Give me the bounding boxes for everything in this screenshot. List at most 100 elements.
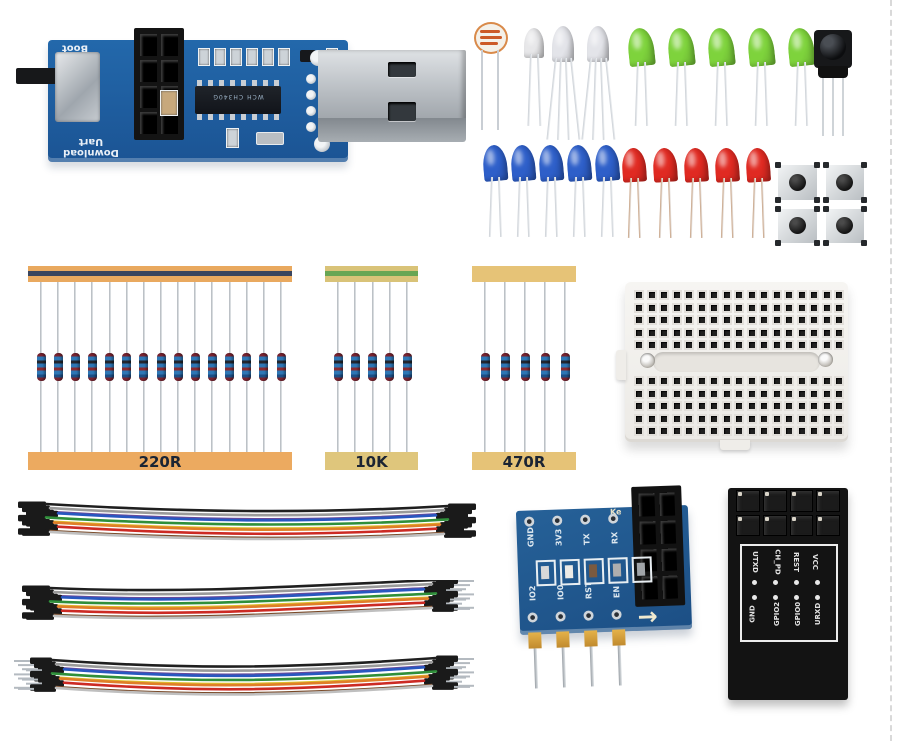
tape-top — [325, 266, 418, 282]
ir-leg — [842, 78, 844, 136]
breadboard-hole — [823, 329, 830, 336]
header-socket — [659, 520, 677, 544]
resistor-body — [70, 353, 80, 381]
breadboard-hole — [786, 403, 792, 410]
breadboard-hole — [636, 415, 642, 422]
ir-receiver-dome — [820, 34, 846, 60]
led-highlight — [687, 151, 697, 168]
breadboard-hole — [661, 317, 667, 324]
breadboard-hole — [823, 415, 830, 422]
smd-resistor — [226, 128, 239, 148]
header-socket — [638, 493, 655, 517]
breadboard-hole — [698, 390, 705, 397]
smd-resistor — [262, 48, 274, 66]
breadboard-hole — [711, 292, 717, 298]
led-highlight — [625, 151, 635, 168]
jumper-wire — [58, 675, 430, 687]
led-head — [524, 28, 544, 58]
gold-pin-dot — [791, 516, 796, 521]
male-connector — [34, 685, 56, 692]
breadboard-hole — [798, 378, 805, 384]
breadboard-hole — [648, 428, 655, 435]
led-highlight — [598, 148, 608, 166]
breadboard-hole — [673, 403, 680, 410]
breadboard-hole — [723, 292, 730, 298]
rgb-led — [580, 26, 616, 140]
esp01-pin-label: GPIO0 — [794, 601, 803, 627]
solder-pad — [306, 106, 316, 116]
jumper-wire — [48, 580, 438, 592]
breadboard-hole — [686, 403, 692, 410]
header-socket — [161, 60, 178, 82]
breadboard-hole — [636, 329, 642, 336]
resistor-body — [225, 353, 235, 381]
jumper-bundle-female-female — [18, 501, 476, 541]
breadboard-hole — [836, 428, 842, 435]
adapter-pin-label: GND — [525, 526, 536, 548]
led-leg — [600, 176, 605, 237]
adapter-pin — [589, 646, 595, 687]
tactile-button — [775, 162, 820, 203]
breadboard-hole — [836, 403, 842, 410]
led-leg — [714, 61, 719, 126]
breadboard-hole — [836, 304, 842, 311]
male-connector — [432, 683, 454, 690]
led-leg — [683, 61, 688, 126]
led-head — [552, 26, 574, 62]
breadboard-hole — [698, 378, 705, 384]
breadboard-hole — [686, 390, 692, 397]
esp01-header-socket — [816, 490, 840, 512]
led-head — [744, 147, 772, 183]
jumper-bundle-female-male — [22, 580, 474, 620]
male-connector — [432, 605, 454, 612]
breadboard-hole — [786, 342, 792, 349]
breadboard-hole — [711, 342, 717, 349]
breadboard-hole — [786, 390, 792, 397]
breadboard-hole — [648, 378, 655, 384]
led-leg — [751, 177, 756, 238]
esp01-pin-label: REST — [792, 552, 800, 572]
esp01-pad-dot — [794, 580, 799, 585]
breadboard-hole — [748, 342, 755, 349]
led-head — [537, 144, 565, 182]
usb-window — [388, 102, 416, 121]
breadboard-hole — [711, 378, 717, 384]
breadboard-hole — [811, 329, 817, 336]
ldr-leg — [497, 50, 499, 130]
adapter-pin-hole — [527, 612, 538, 623]
led-leg — [634, 61, 639, 126]
resistor-body — [333, 353, 343, 381]
breadboard-hole — [786, 329, 792, 336]
breadboard-hole — [673, 390, 680, 397]
esp01-pad-dot — [773, 595, 778, 600]
breadboard-hole — [823, 403, 830, 410]
gold-pin-dot — [738, 516, 742, 521]
esp01-header-socket — [736, 490, 760, 512]
crop-mark-dashed-line — [890, 0, 892, 741]
breadboard-hole — [661, 329, 667, 336]
red-led — [682, 147, 710, 238]
breadboard-hole — [748, 428, 755, 435]
resistor-body — [105, 353, 115, 381]
adapter-pin — [561, 647, 567, 688]
breadboard-hole — [736, 304, 742, 311]
esp01-header-socket — [736, 514, 760, 536]
breadboard-hole — [773, 304, 780, 311]
adapter-pin-label: RST — [583, 581, 594, 600]
breadboard-hole — [736, 342, 742, 349]
breadboard-hole — [736, 390, 742, 397]
breadboard-hole — [636, 403, 642, 410]
breadboard-hole — [698, 428, 705, 435]
resistor-strip-label: 220R — [138, 453, 182, 471]
adapter-pin-label: RX — [610, 531, 620, 545]
breadboard-hole — [811, 342, 817, 349]
breadboard-hole — [773, 378, 780, 384]
breadboard-hole — [723, 304, 730, 311]
breadboard-hole — [711, 415, 717, 422]
header-socket — [140, 86, 157, 108]
breadboard-hole — [811, 292, 817, 298]
breadboard-hole — [761, 329, 767, 336]
adapter-smd-component — [535, 559, 557, 587]
gold-pin-dot — [818, 516, 823, 521]
breadboard-hole — [798, 292, 805, 298]
